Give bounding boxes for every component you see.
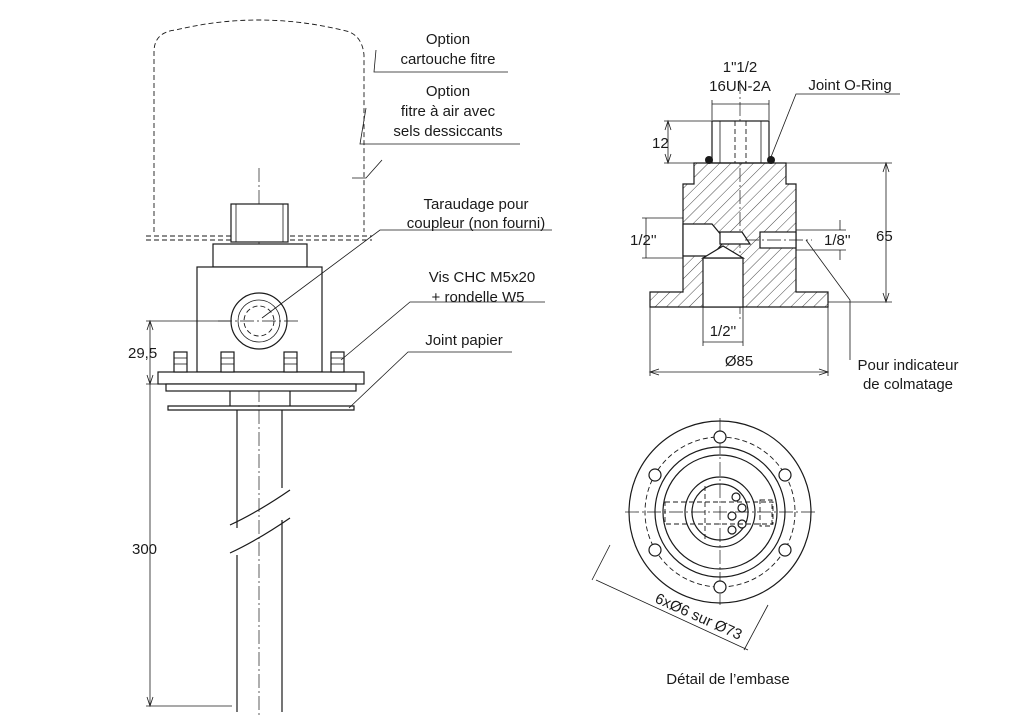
housing-body bbox=[196, 266, 323, 373]
label-indicator-1: Pour indicateur bbox=[858, 357, 959, 374]
bolt-holes bbox=[648, 430, 792, 594]
base-detail-view: 6xØ6 sur Ø73 Détail de l’embase bbox=[591, 418, 815, 688]
dim-300: 300 bbox=[132, 541, 157, 558]
label-option-desiccant-3: sels dessiccants bbox=[393, 123, 502, 140]
bolt-heads bbox=[173, 351, 345, 373]
dim-bolt-holes: 6xØ6 sur Ø73 bbox=[652, 590, 744, 644]
dim-diameter-85: Ø85 bbox=[725, 353, 753, 370]
label-option-desiccant-1: Option bbox=[426, 83, 470, 100]
label-tap-1: Taraudage pour bbox=[423, 196, 528, 213]
label-screw-2: + rondelle W5 bbox=[432, 289, 525, 306]
dim-65: 65 bbox=[876, 228, 893, 245]
dim-thread-1: 1"1/2 bbox=[723, 59, 758, 76]
label-option-cartridge-1: Option bbox=[426, 31, 470, 48]
dim-12: 12 bbox=[652, 135, 669, 152]
label-tap-2: coupleur (non fourni) bbox=[407, 215, 545, 232]
label-o-ring: Joint O-Ring bbox=[808, 77, 891, 94]
dim-half-side: 1/2'' bbox=[630, 232, 657, 249]
filter-cartridge-outline bbox=[153, 19, 365, 232]
base-flange bbox=[157, 371, 365, 385]
o-ring-right bbox=[767, 156, 775, 164]
label-option-desiccant-2: fitre à air avec bbox=[401, 103, 496, 120]
dim-29-5: 29,5 bbox=[128, 345, 157, 362]
dim-eighth: 1/8'' bbox=[824, 232, 851, 249]
label-base-detail: Détail de l’embase bbox=[666, 671, 789, 688]
dim-half-bottom: 1/2'' bbox=[710, 323, 737, 340]
label-option-cartridge-2: cartouche fitre bbox=[400, 51, 495, 68]
dip-tube bbox=[236, 410, 283, 712]
label-paper-gasket: Joint papier bbox=[425, 332, 503, 349]
main-assembly-view: 29,5 300 Option cartouche fitre Option f… bbox=[128, 19, 552, 715]
label-indicator-2: de colmatage bbox=[863, 376, 953, 393]
label-screw-1: Vis CHC M5x20 bbox=[429, 269, 535, 286]
section-view: 12 1"1/2 16UN-2A Joint O-Ring 65 1/2'' 1… bbox=[630, 59, 958, 393]
paper-gasket bbox=[167, 405, 355, 411]
dim-thread-2: 16UN-2A bbox=[709, 78, 771, 95]
o-ring-left bbox=[705, 156, 713, 164]
